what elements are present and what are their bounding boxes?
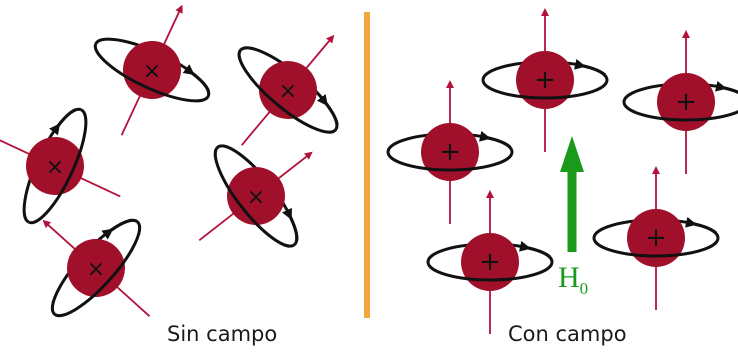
charge-symbol: + bbox=[534, 65, 556, 95]
charge-symbol: × bbox=[143, 59, 161, 84]
precession-orbit-front bbox=[53, 220, 142, 318]
rotation-direction-arrow bbox=[316, 94, 339, 126]
rotation-direction-arrow bbox=[574, 58, 607, 77]
proton-sphere bbox=[421, 123, 479, 181]
charge-symbol: × bbox=[247, 185, 265, 210]
precession-orbit-front bbox=[93, 43, 210, 103]
precession-orbit-front bbox=[622, 101, 738, 122]
charge-symbol: × bbox=[279, 79, 297, 104]
caption-with-field: Con campo bbox=[508, 322, 627, 346]
precession-orbit-front bbox=[28, 108, 88, 225]
rotation-direction-arrow bbox=[685, 216, 718, 235]
proton-right-8 bbox=[622, 30, 738, 174]
proton-left-3 bbox=[0, 107, 121, 225]
charge-symbol: × bbox=[46, 155, 64, 180]
proton-sphere bbox=[259, 61, 317, 119]
rotation-direction-arrow bbox=[519, 240, 552, 259]
rotation-direction-arrow bbox=[715, 80, 738, 94]
precession-orbit-front bbox=[592, 237, 720, 258]
proton-sphere bbox=[516, 51, 574, 109]
charge-symbol: + bbox=[479, 247, 501, 277]
rotation-direction-arrow bbox=[49, 108, 77, 136]
magnetic-field-arrow bbox=[560, 136, 584, 252]
charge-symbol: × bbox=[87, 257, 105, 282]
proton-left-4 bbox=[198, 144, 313, 248]
charge-symbol: + bbox=[645, 223, 667, 253]
proton-right-10 bbox=[592, 166, 720, 310]
precession-orbit-front bbox=[426, 261, 554, 282]
field-label: H0 bbox=[558, 261, 588, 298]
proton-right-6 bbox=[481, 8, 609, 152]
precession-orbit-front bbox=[213, 145, 296, 248]
charge-symbol: + bbox=[675, 87, 697, 117]
precession-orbit-front bbox=[237, 49, 337, 134]
proton-sphere bbox=[627, 209, 685, 267]
proton-sphere bbox=[227, 167, 285, 225]
rotation-direction-arrow bbox=[281, 207, 299, 241]
proton-left-2 bbox=[237, 34, 339, 146]
proton-sphere bbox=[67, 239, 125, 297]
charge-symbol: + bbox=[439, 137, 461, 167]
proton-left-1 bbox=[93, 4, 211, 136]
precession-orbit-front bbox=[386, 151, 514, 172]
proton-sphere bbox=[461, 233, 519, 291]
caption-no-field: Sin campo bbox=[167, 322, 278, 346]
rotation-direction-arrow bbox=[182, 64, 210, 92]
rotation-direction-arrow bbox=[101, 218, 133, 240]
proton-sphere bbox=[657, 73, 715, 131]
proton-right-9 bbox=[426, 190, 554, 334]
proton-left-5 bbox=[42, 218, 151, 318]
precession-orbit-front bbox=[481, 79, 609, 100]
rotation-direction-arrow bbox=[479, 130, 512, 149]
proton-right-7 bbox=[386, 80, 514, 224]
